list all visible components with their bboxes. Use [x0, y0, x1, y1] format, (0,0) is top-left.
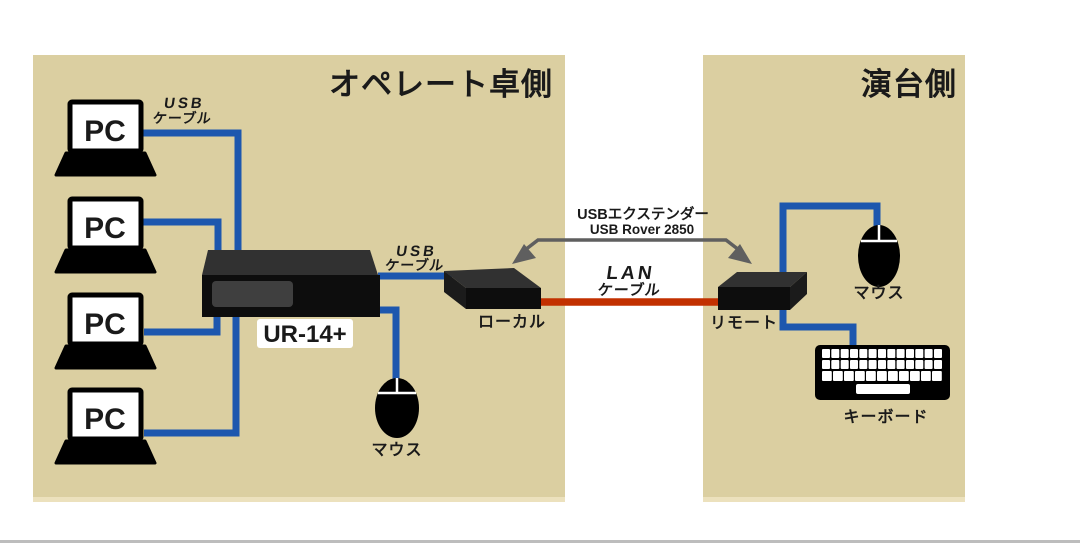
usb-cable-pc2: [143, 218, 222, 253]
usb-cable-label-mid: USB ケーブル: [384, 243, 445, 273]
lan-cable-label-line2: ケーブル: [596, 281, 662, 299]
mouse-operator: マウス: [371, 378, 422, 459]
mouse-podium-label: マウス: [853, 284, 904, 302]
remote-side-face: [790, 272, 807, 310]
pc-label: PC: [84, 212, 126, 245]
pc-laptop-1: PC: [54, 99, 157, 177]
local-front-face: [466, 288, 541, 309]
remote-label: リモート: [710, 315, 778, 332]
laptop-base: [54, 248, 157, 274]
mouse-operator-label: マウス: [371, 441, 422, 459]
local-extender: ローカル: [444, 268, 546, 331]
usb-cable-remote-to-keyboard: [779, 308, 857, 348]
pc-label: PC: [84, 403, 126, 436]
switch-model-label: UR-14+: [263, 321, 346, 348]
keyboard-spacebar: [856, 384, 910, 394]
remote-extender: リモート: [710, 272, 807, 332]
laptop-base: [54, 151, 157, 177]
switch-top-face: [202, 250, 378, 275]
keyboard-label: キーボード: [843, 408, 928, 426]
extender-callout-arrow: [523, 238, 741, 252]
keyboard-keys: [822, 349, 942, 381]
laptop-screen: [67, 196, 144, 251]
extender-note-line2: USB Rover 2850: [590, 222, 694, 237]
podium-panel-edge: [703, 497, 965, 502]
lan-cable-label: LAN ケーブル: [596, 263, 662, 299]
switch-label-plate: [257, 319, 353, 348]
extender-arrowhead-left: [512, 244, 536, 264]
usb-cable-switch-to-mouse: [378, 306, 400, 382]
usb-cable-pc1: [143, 129, 242, 253]
pc-label: PC: [84, 308, 126, 341]
usb-cable-label-top: USB ケーブル: [152, 95, 213, 126]
bottom-rule: [0, 540, 1080, 543]
usb-cable-pc4: [144, 313, 240, 437]
usb-cable-label-mid-line1: USB: [395, 243, 438, 260]
pc-label: PC: [84, 115, 126, 148]
operator-panel-edge: [33, 497, 565, 502]
remote-front-face: [718, 287, 790, 310]
laptop-screen: [67, 99, 144, 154]
laptop-screen: [67, 292, 144, 347]
local-label: ローカル: [478, 313, 546, 331]
usb-cable-remote-to-mouse: [779, 202, 881, 278]
usb-cable-label-top-line1: USB: [163, 95, 206, 112]
extender-arrowhead-right: [728, 244, 752, 264]
laptop-screen: [67, 387, 144, 442]
laptop-base: [54, 344, 157, 370]
pc-laptop-4: PC: [54, 387, 157, 465]
operator-panel-title: オペレート卓側: [329, 67, 553, 102]
local-top-face: [444, 268, 541, 288]
usb-cable-pc3: [144, 313, 221, 336]
usb-cable-label-top-line2: ケーブル: [152, 110, 213, 126]
usb-switch-ur14: UR-14+: [202, 250, 380, 348]
switch-front-inset: [212, 281, 293, 307]
podium-panel-title: 演台側: [861, 67, 957, 102]
mouse-podium: マウス: [853, 225, 904, 302]
laptop-base: [54, 439, 157, 465]
pc-laptop-3: PC: [54, 292, 157, 370]
remote-top-face: [718, 272, 807, 287]
lan-cable-label-line1: LAN: [605, 263, 656, 284]
keyboard: キーボード: [815, 345, 950, 426]
extender-note-line1: USBエクステンダー: [577, 205, 709, 223]
pc-laptop-2: PC: [54, 196, 157, 274]
local-side-face: [444, 271, 466, 309]
usb-cable-label-mid-line2: ケーブル: [384, 257, 445, 273]
